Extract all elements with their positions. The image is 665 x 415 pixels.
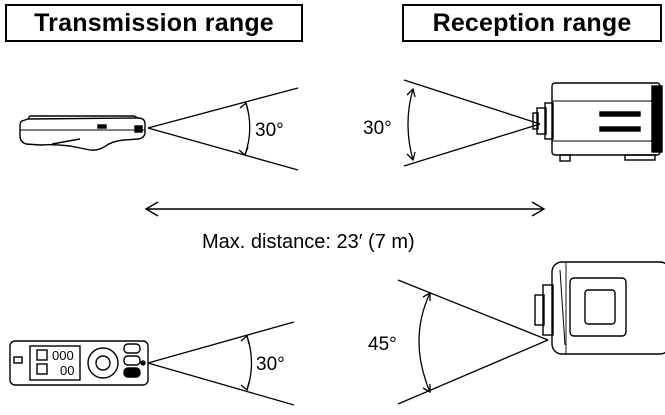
transmission-range-label: Transmission range [34,8,274,37]
transmission-cone-top [147,87,299,171]
max-distance-label: Max. distance: 23′ (7 m) [202,231,415,253]
rx-top-angle-label: 30° [363,118,392,139]
tx-top-angle-label: 30° [255,120,284,141]
distance-arrow [144,201,546,217]
tx-bottom-angle-label: 30° [256,354,285,375]
reception-range-heading: Reception range [402,4,662,42]
transmission-cone-bottom [147,321,295,406]
reception-cone-top [403,79,541,167]
projector-side-icon [532,82,663,162]
reception-cone-bottom [397,279,549,405]
remote-button-row1: 000 [52,348,74,363]
remote-control-side-icon [19,115,146,151]
rx-bottom-angle-label: 45° [368,334,397,355]
transmission-range-heading: Transmission range [5,4,303,42]
projector-top-icon [534,261,665,355]
remote-control-top-icon: 000 00 [9,340,149,386]
reception-range-label: Reception range [432,8,632,37]
remote-button-row2: 00 [60,363,74,378]
